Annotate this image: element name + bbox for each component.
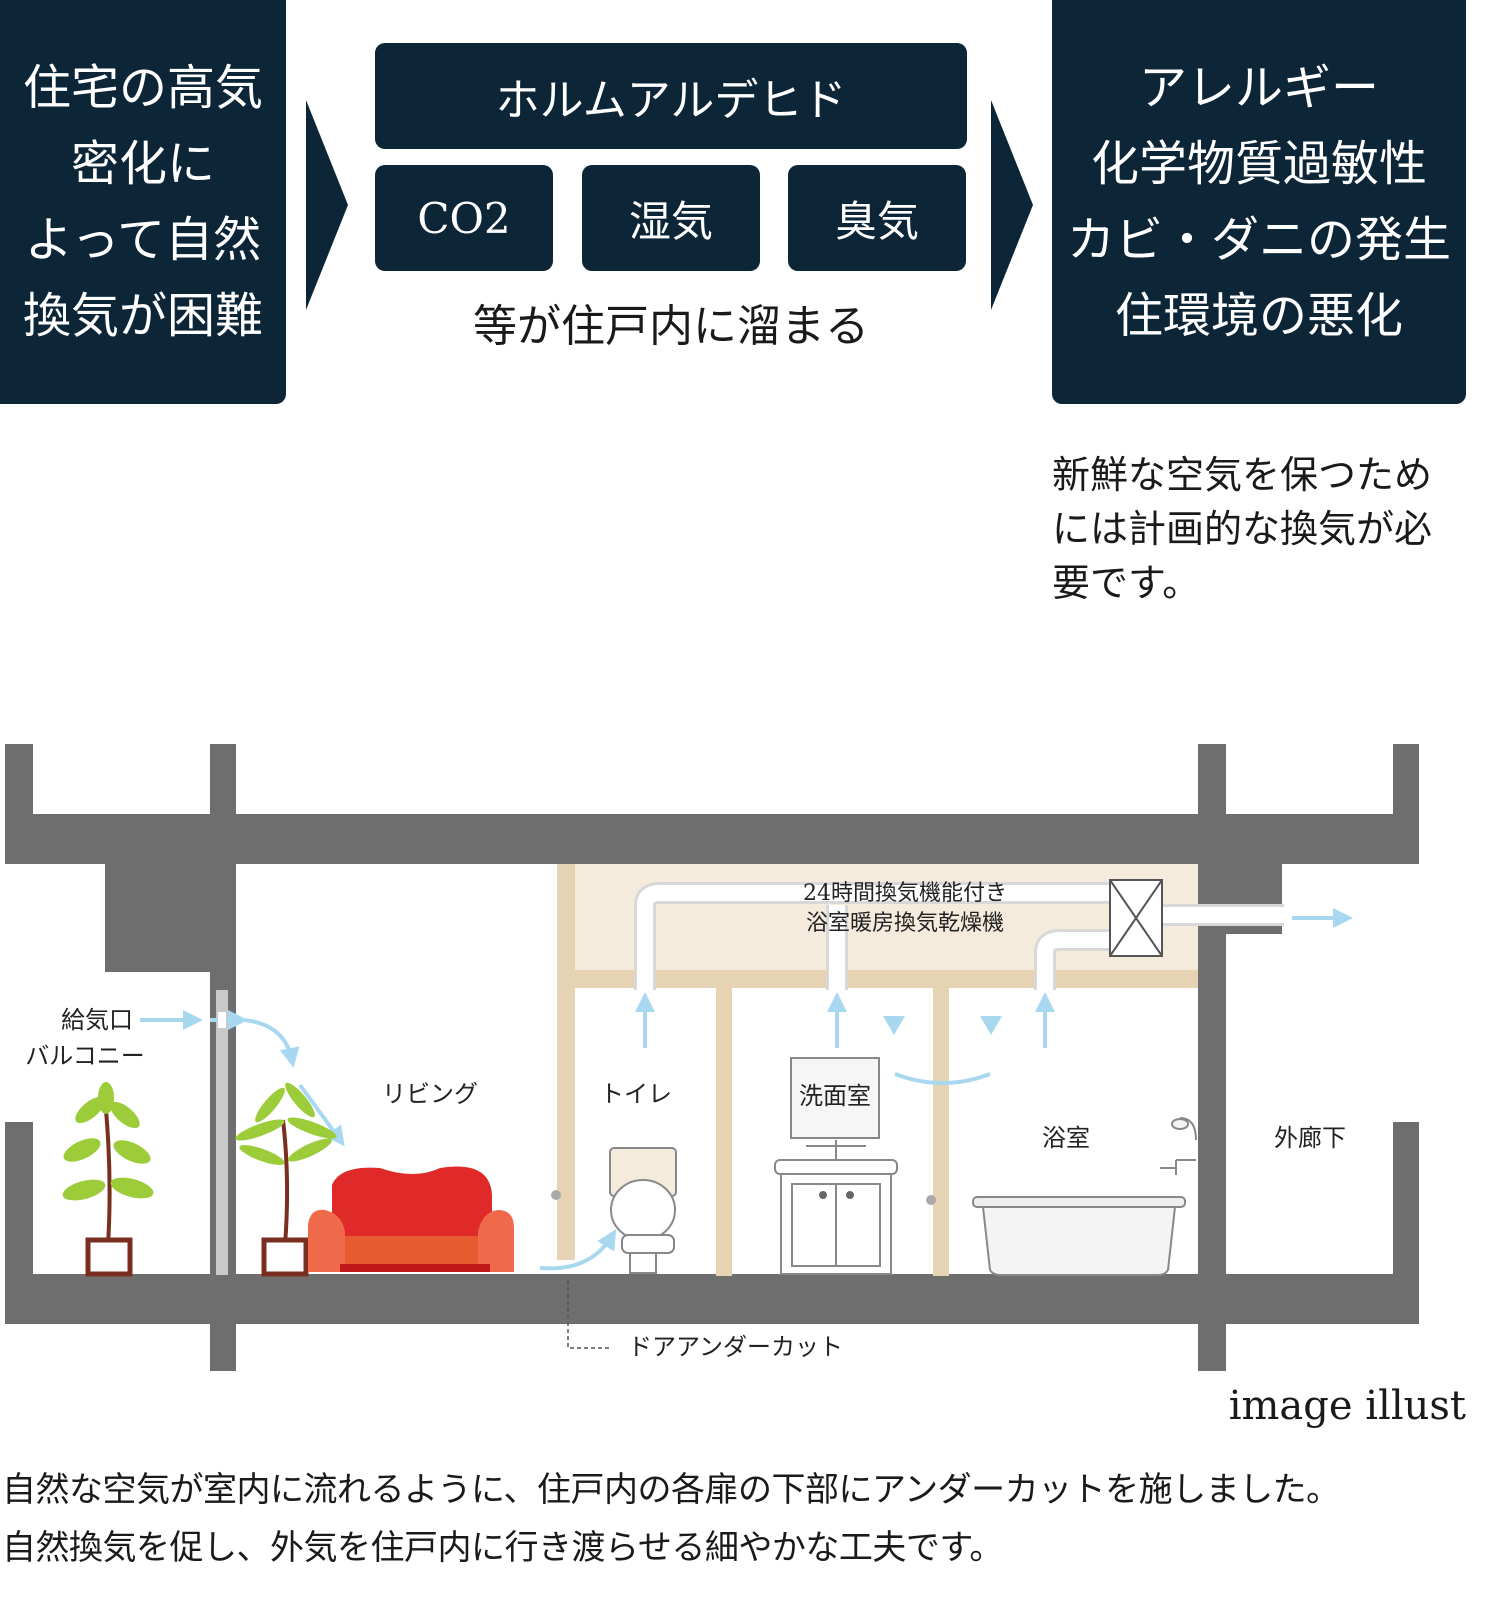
cause-box: 住宅の高気 密化に よって自然 換気が困難 (0, 0, 286, 404)
image-note: image illust (1228, 1383, 1466, 1429)
note-line: 要です。 (1052, 561, 1201, 605)
supply-vent-label: 給気口 (61, 1006, 133, 1034)
sofa (308, 1166, 514, 1272)
ventilation-section-diagram: 24時間換気機能付き 浴室暖房換気乾燥機 (5, 744, 1419, 1371)
balcony-label: バルコニー (25, 1042, 145, 1070)
bathroom-label: 浴室 (1042, 1124, 1090, 1152)
fan-label: 24時間換気機能付き (803, 881, 1007, 906)
cause-line: 換気が困難 (22, 288, 263, 344)
balcony-door (216, 990, 228, 1275)
pollutant-box: CO2 (375, 165, 553, 271)
effect-line: 住環境の悪化 (1114, 288, 1403, 344)
toilet (609, 1147, 677, 1274)
door-undercut-label: ドアアンダーカット (628, 1333, 843, 1361)
caption-line-1: 自然な空気が室内に流れるように、住戸内の各扉の下部にアンダーカットを施しました。 (2, 1470, 1340, 1510)
corridor-label: 外廊下 (1274, 1124, 1346, 1152)
pollutant-main-label: ホルムアルデヒド (495, 75, 847, 126)
effect-line: 化学物質過敏性 (1090, 136, 1427, 192)
living-label: リビング (382, 1080, 478, 1108)
effect-line: カビ・ダニの発生 (1066, 212, 1451, 268)
cause-line: 住宅の高気 (22, 60, 263, 116)
washroom-label: 洗面室 (799, 1082, 871, 1110)
caption-line-2: 自然換気を促し、外気を住戸内に行き渡らせる細やかな工夫です。 (2, 1528, 1003, 1568)
accumulate-text: 等が住戸内に溜まる (473, 301, 869, 352)
note-text: 新鮮な空気を保つため には計画的な換気が必 要です。 (1052, 448, 1432, 610)
bathroom-fan-unit (1109, 879, 1163, 957)
pollutant-label: 湿気 (628, 196, 713, 246)
pollutant-box: 湿気 (582, 165, 760, 271)
pollutant-box: 臭気 (788, 165, 966, 271)
washroom-vanity (774, 1057, 898, 1275)
balcony-plant (62, 1082, 154, 1277)
note-line: 新鮮な空気を保つため (1052, 453, 1433, 497)
effect-line: アレルギー (1138, 60, 1379, 116)
pollutant-label: CO2 (417, 193, 511, 243)
fan-label: 浴室暖房換気乾燥機 (806, 911, 1004, 936)
note-line: には計画的な換気が必 (1052, 507, 1433, 551)
effect-box: アレルギー 化学物質過敏性 カビ・ダニの発生 住環境の悪化 (1052, 0, 1466, 404)
pollutant-main-box: ホルムアルデヒド (375, 43, 967, 149)
toilet-label: トイレ (600, 1080, 672, 1108)
living-plant (235, 1082, 337, 1277)
cause-line: よって自然 (24, 212, 262, 268)
pollutant-label: 臭気 (834, 196, 919, 246)
bathtub (972, 1117, 1197, 1276)
cause-line: 密化に (70, 136, 215, 192)
flow-arrow-1 (306, 100, 348, 310)
flow-arrow-2 (991, 100, 1033, 310)
